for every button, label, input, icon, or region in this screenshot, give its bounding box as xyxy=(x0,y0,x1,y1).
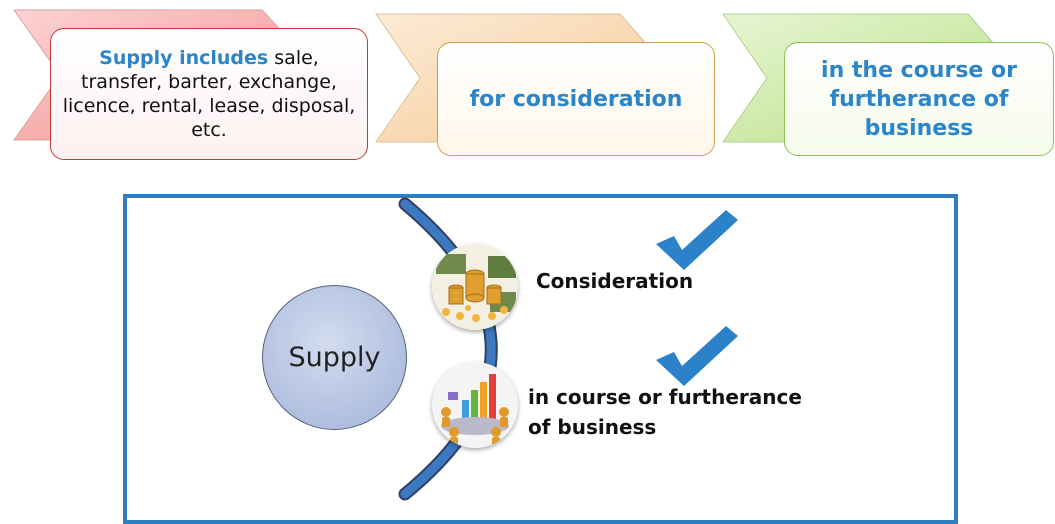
step-card-consideration: for consideration xyxy=(437,42,715,156)
money-stack-icon xyxy=(432,244,518,330)
step-card-business: in the course or furtherance of business xyxy=(784,42,1054,156)
connector-arc xyxy=(398,197,498,501)
step3-text: in the course or furtherance of business xyxy=(821,57,1017,141)
check-icon xyxy=(656,210,738,270)
business-label-line2: of business xyxy=(528,415,657,439)
step1-bold-text: Supply includes xyxy=(99,47,269,69)
step1-text: sale, transfer, barter, exchange, licenc… xyxy=(62,47,356,141)
business-meeting-image xyxy=(432,362,518,448)
step2-text: for consideration xyxy=(469,86,683,112)
business-chart-icon xyxy=(432,362,518,448)
step-card-supply-includes: Supply includes sale, transfer, barter, … xyxy=(50,28,368,160)
consideration-label: Consideration xyxy=(536,269,694,293)
supply-label: Supply xyxy=(288,342,381,373)
business-label-line1: in course or furtherance xyxy=(528,385,802,409)
money-stack-image xyxy=(432,244,518,330)
supply-node: Supply xyxy=(262,285,407,430)
check-icon xyxy=(656,326,738,386)
